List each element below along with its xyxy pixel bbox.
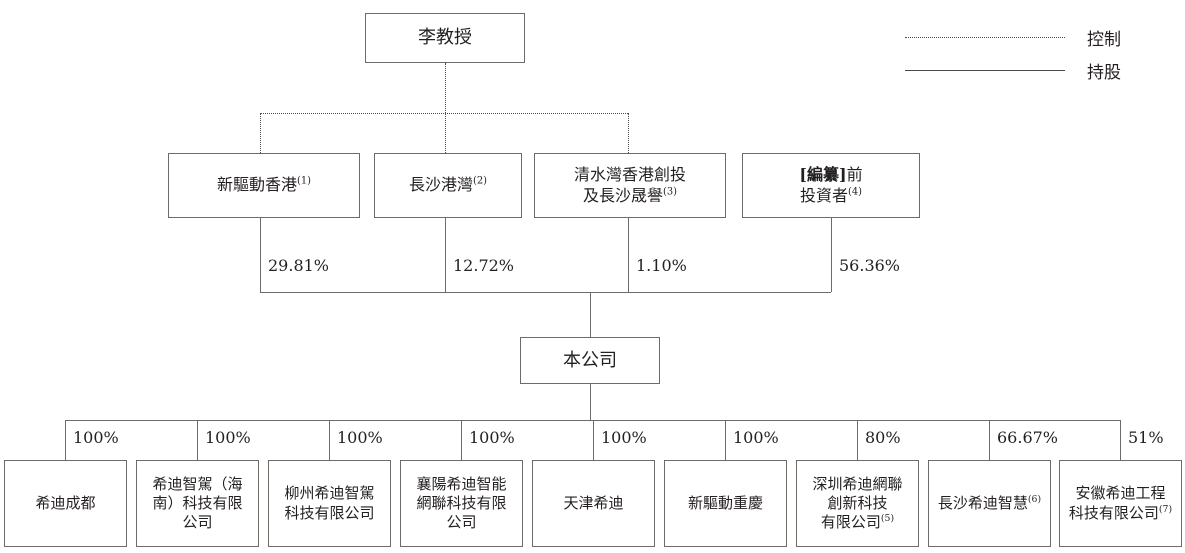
control-line-bus [260, 113, 628, 114]
legend-label-control: 控制 [1087, 30, 1121, 50]
node-subsidiary-5: 天津希迪 [532, 460, 655, 547]
node-shareholder-2-label: 長沙港灣(2) [408, 175, 488, 195]
node-shareholder-1-label: 新驅動香港(1) [216, 175, 312, 195]
footnote-marker-4: (4) [847, 186, 863, 198]
node-subsidiary-3-label: 柳州希迪智駕 科技有限公司 [284, 484, 375, 522]
pct-shareholder-2: 12.72% [453, 256, 515, 275]
node-subsidiary-8-label: 長沙希迪智慧(6) [937, 493, 1042, 512]
node-subsidiary-4-label: 襄陽希迪智能 網聯科技有限 公司 [416, 474, 507, 532]
node-subsidiary-4: 襄陽希迪智能 網聯科技有限 公司 [400, 460, 523, 547]
node-subsidiary-3: 柳州希迪智駕 科技有限公司 [268, 460, 391, 547]
node-shareholder-3-label: 清水灣香港創投 及長沙晟譽(3) [573, 165, 686, 205]
pct-subsidiary-1: 100% [73, 428, 119, 447]
legend-dotted-line-icon [905, 37, 1065, 38]
pct-subsidiary-2: 100% [205, 428, 251, 447]
pct-subsidiary-9: 51% [1128, 428, 1164, 447]
footnote-marker-2: (2) [472, 175, 488, 187]
subsidiary-line-drop-4 [461, 420, 462, 460]
node-subsidiary-9-label: 安徽希迪工程 科技有限公司(7) [1068, 484, 1173, 522]
pct-shareholder-4: 56.36% [839, 256, 901, 275]
legend-solid-line-icon [905, 70, 1065, 71]
control-line-root-drop [445, 63, 446, 113]
node-subsidiary-2-label: 希迪智駕（海 南）科技有限 公司 [152, 474, 243, 532]
pct-shareholder-1: 29.81% [268, 256, 330, 275]
node-subsidiary-9: 安徽希迪工程 科技有限公司(7) [1059, 460, 1182, 547]
node-subsidiary-7: 深圳希迪網聯 創新科技 有限公司(5) [796, 460, 919, 547]
subsidiary-line-drop-7 [857, 420, 858, 460]
subsidiary-line-drop-2 [197, 420, 198, 460]
node-shareholder-1: 新驅動香港(1) [168, 153, 360, 218]
subsidiary-line-from-company [590, 384, 591, 420]
pct-subsidiary-3: 100% [337, 428, 383, 447]
node-subsidiary-5-label: 天津希迪 [563, 493, 624, 512]
node-root-controller: 李教授 [365, 13, 525, 63]
subsidiary-line-drop-1 [65, 420, 66, 460]
share-line-bus [260, 292, 831, 293]
control-line-to-shareholder-1 [260, 113, 261, 153]
pct-subsidiary-7: 80% [865, 428, 901, 447]
subsidiary-line-drop-6 [725, 420, 726, 460]
legend-item-control: 控制 [905, 25, 1121, 50]
node-subsidiary-6-label: 新驅動重慶 [687, 493, 763, 512]
share-line-drop-4 [831, 218, 832, 292]
control-line-to-shareholder-2 [445, 113, 446, 153]
node-subsidiary-8: 長沙希迪智慧(6) [928, 460, 1051, 547]
pct-subsidiary-5: 100% [601, 428, 647, 447]
pct-subsidiary-8: 66.67% [997, 428, 1059, 447]
share-line-drop-2 [445, 218, 446, 292]
control-line-to-shareholder-3 [628, 113, 629, 153]
subsidiary-line-drop-8 [989, 420, 990, 460]
node-root-label: 李教授 [418, 27, 472, 49]
legend-label-shareholding: 持股 [1087, 63, 1121, 83]
node-subsidiary-1-label: 希迪成都 [35, 493, 96, 512]
footnote-marker-3: (3) [662, 186, 678, 198]
legend-item-shareholding: 持股 [905, 58, 1121, 83]
subsidiary-line-drop-3 [329, 420, 330, 460]
pct-shareholder-3: 1.10% [636, 256, 687, 275]
node-subsidiary-6: 新驅動重慶 [664, 460, 787, 547]
share-line-drop-1 [260, 218, 261, 292]
node-company-label: 本公司 [563, 349, 617, 371]
pct-subsidiary-4: 100% [469, 428, 515, 447]
subsidiary-line-drop-9 [1120, 420, 1121, 460]
node-subsidiary-2: 希迪智駕（海 南）科技有限 公司 [136, 460, 259, 547]
node-shareholder-4-bold-prefix: [編纂] [799, 165, 847, 185]
node-shareholder-4: [編纂]前 投資者(4) [742, 153, 920, 218]
node-subsidiary-1: 希迪成都 [4, 460, 127, 547]
footnote-marker-1: (1) [296, 175, 312, 187]
node-subsidiary-7-label: 深圳希迪網聯 創新科技 有限公司(5) [812, 474, 903, 532]
share-line-drop-3 [628, 218, 629, 292]
subsidiary-line-bus [65, 420, 1120, 421]
pct-subsidiary-6: 100% [733, 428, 779, 447]
node-company: 本公司 [520, 337, 660, 384]
node-shareholder-4-label: [編纂]前 投資者(4) [799, 165, 863, 205]
node-shareholder-3: 清水灣香港創投 及長沙晟譽(3) [534, 153, 726, 218]
share-line-to-company [590, 292, 591, 337]
node-shareholder-2: 長沙港灣(2) [374, 153, 522, 218]
subsidiary-line-drop-5 [593, 420, 594, 460]
